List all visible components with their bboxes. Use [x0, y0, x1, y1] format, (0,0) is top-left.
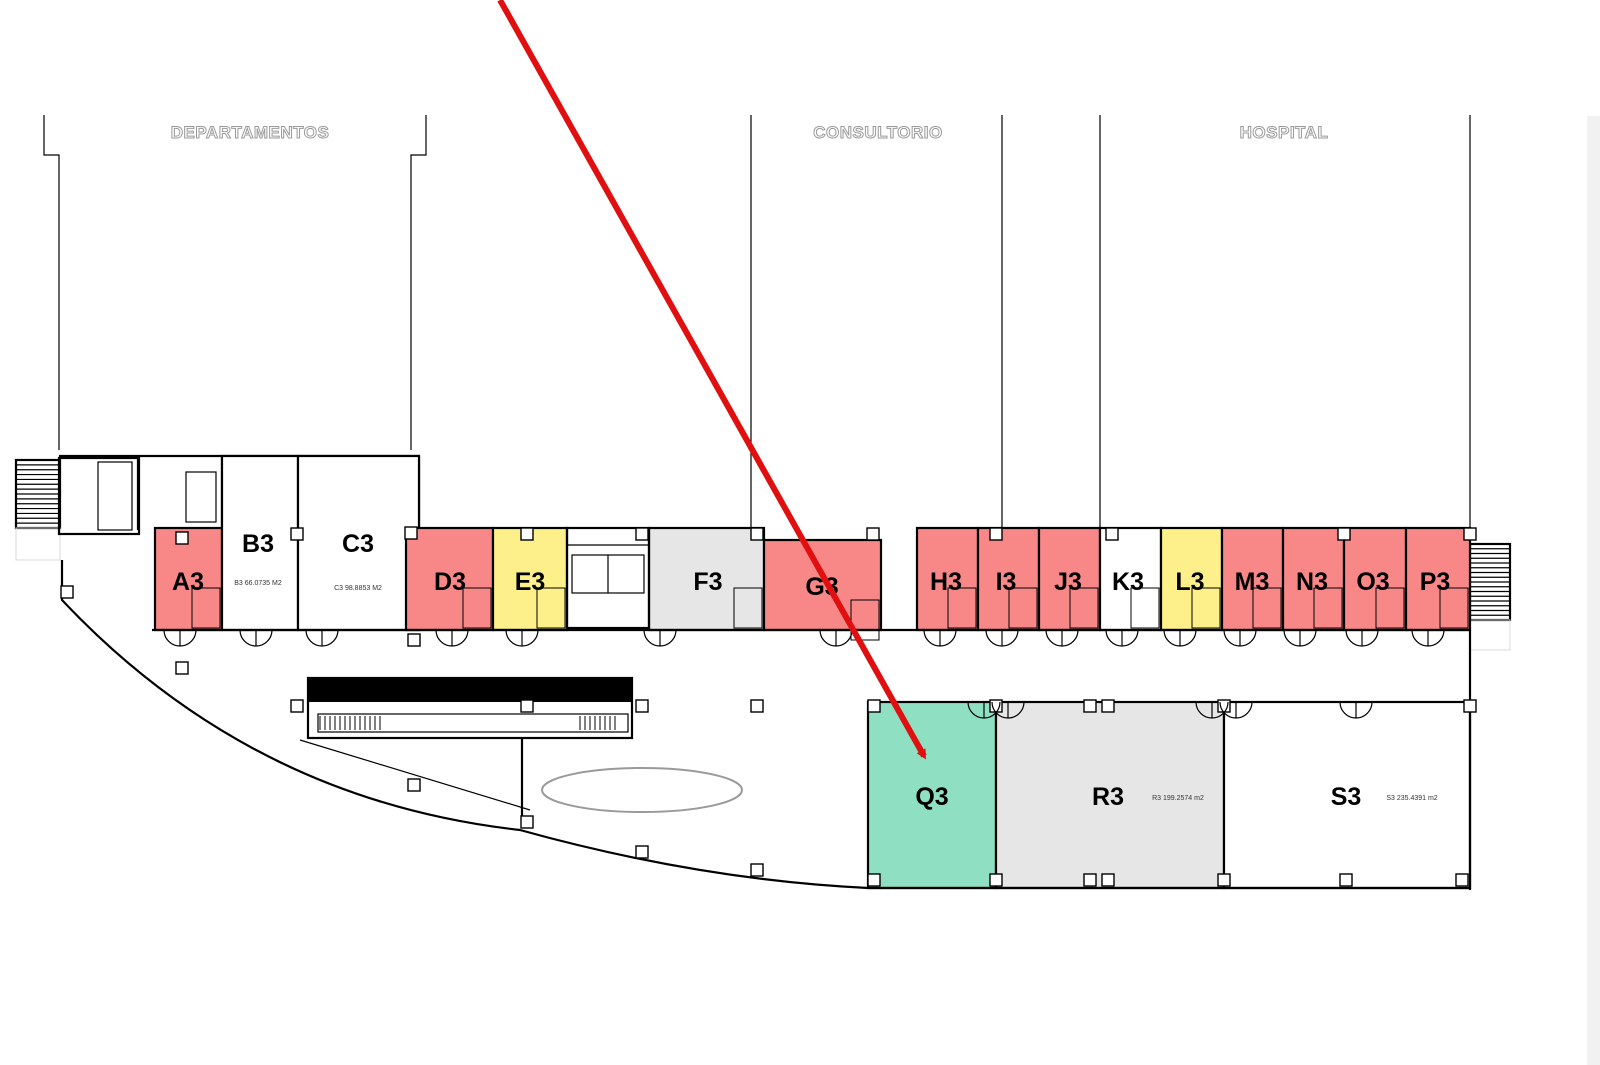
unit-r3-area[interactable]	[994, 700, 1226, 890]
unit-p3-area[interactable]	[1404, 526, 1472, 632]
unit-e3-area[interactable]	[491, 526, 569, 632]
restroom	[1313, 587, 1343, 629]
unit-label: N3	[1296, 568, 1328, 596]
unit-l3[interactable]: L3	[1159, 526, 1224, 632]
restroom	[191, 587, 221, 629]
unit-f3[interactable]: F3	[647, 526, 766, 632]
scrollbar[interactable]	[1587, 116, 1600, 1065]
unit-label: M3	[1235, 568, 1270, 596]
unit-s3-area[interactable]	[1222, 700, 1472, 890]
upper-walls	[43, 115, 1471, 528]
unit-h3[interactable]: H3	[915, 526, 980, 632]
zone-label-consultorio: CONSULTORIO	[813, 123, 943, 142]
unit-label: L3	[1175, 568, 1204, 596]
unit-label: O3	[1356, 568, 1389, 596]
unit-d3[interactable]: D3	[404, 526, 495, 632]
atrium-void	[541, 767, 743, 813]
unit-label: Q3	[915, 783, 948, 811]
doors	[163, 629, 1445, 719]
unit-label: E3	[515, 568, 546, 596]
unit-r3[interactable]: R3 R3 199.2574 m2	[994, 700, 1226, 890]
restroom	[1252, 587, 1282, 629]
unit-label: S3	[1331, 783, 1362, 811]
restroom	[1008, 587, 1038, 629]
elevator-lobby	[565, 526, 651, 630]
unit-label: A3	[172, 568, 204, 596]
zone-label-departamentos: DEPARTAMENTOS	[171, 123, 330, 142]
unit-k3[interactable]: K3	[1098, 526, 1163, 632]
restroom	[947, 587, 977, 629]
unit-c3[interactable]: C3 C3 98.8853 M2	[296, 454, 421, 632]
restroom	[733, 587, 763, 629]
unit-area-label: C3 98.8853 M2	[334, 585, 382, 592]
unit-label: I3	[996, 568, 1017, 596]
columns	[60, 526, 1477, 887]
unit-e3[interactable]: E3	[491, 526, 569, 632]
unit-area-label: R3 199.2574 m2	[1152, 795, 1204, 802]
unit-label: H3	[930, 568, 962, 596]
pointer-arrow	[497, 0, 927, 760]
unit-s3[interactable]: S3 S3 235.4391 m2	[1222, 700, 1472, 890]
unit-g3[interactable]: G3	[762, 538, 883, 641]
unit-label: C3	[342, 530, 374, 558]
restroom	[1191, 587, 1221, 629]
unit-g3-area[interactable]	[762, 538, 883, 632]
corridor	[60, 560, 1472, 890]
unit-label: R3	[1092, 783, 1124, 811]
escalator	[299, 676, 634, 820]
restroom	[1130, 587, 1160, 629]
unit-q3-area[interactable]	[866, 700, 998, 890]
stairs-right	[1468, 542, 1512, 651]
unit-label: F3	[693, 568, 722, 596]
unit-label: P3	[1420, 568, 1451, 596]
unit-o3[interactable]: O3	[1342, 526, 1408, 632]
unit-q3[interactable]: Q3	[866, 700, 998, 890]
units: A3 B3 B3 66.0735 M2 C3 C3 98.8853 M2 D3 E3 F3 G3…	[153, 454, 1472, 890]
unit-j3[interactable]: J3	[1037, 526, 1102, 632]
unit-d3-area[interactable]	[404, 526, 495, 632]
unit-label: K3	[1112, 568, 1144, 596]
unit-label: J3	[1054, 568, 1082, 596]
restroom	[1375, 587, 1405, 629]
unit-label: B3	[242, 530, 274, 558]
unit-f3-area[interactable]	[647, 526, 766, 632]
unit-area-label: B3 66.0735 M2	[234, 580, 282, 587]
unit-label: D3	[434, 568, 466, 596]
restroom	[536, 587, 566, 629]
unit-p3[interactable]: P3	[1404, 526, 1472, 632]
restroom	[462, 587, 492, 629]
unit-i3[interactable]: I3	[976, 526, 1041, 632]
zone-label-hospital: HOSPITAL	[1240, 123, 1329, 142]
unit-area-label: S3 235.4391 m2	[1386, 795, 1437, 802]
restroom	[1439, 587, 1469, 629]
unit-b3[interactable]: B3 B3 66.0735 M2	[220, 454, 300, 632]
unit-m3[interactable]: M3	[1220, 526, 1285, 632]
unit-n3[interactable]: N3	[1281, 526, 1346, 632]
restroom	[1069, 587, 1099, 629]
